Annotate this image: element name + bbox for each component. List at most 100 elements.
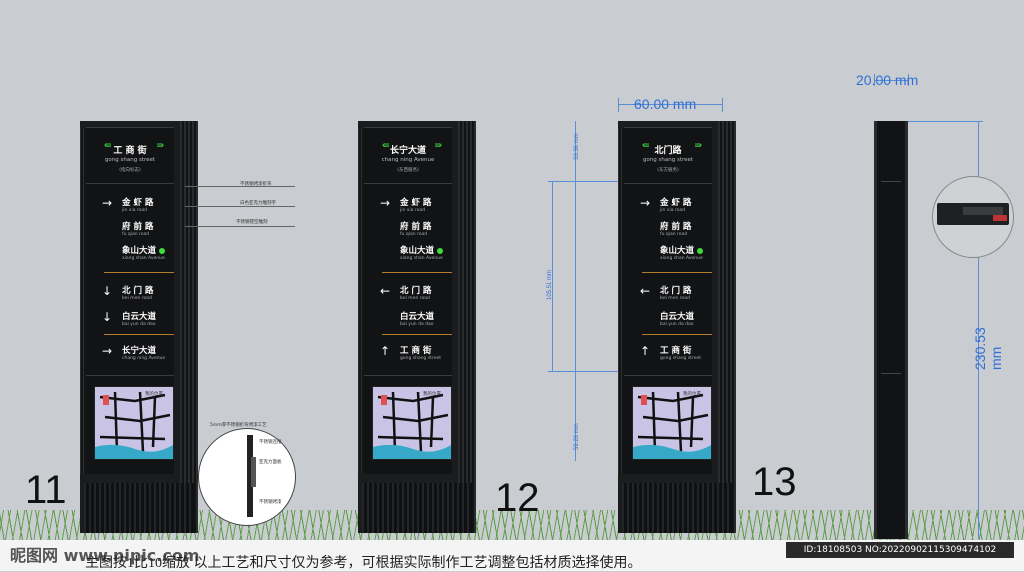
orange-divider <box>642 334 712 335</box>
sign-13-side-ribs <box>718 121 736 533</box>
arrow-right-icon: → <box>102 196 113 210</box>
green-dot-icon <box>437 247 444 254</box>
sign-11: ⇚ ⇛ 工 商 街 gong shang street (指向标志) →金 虾 … <box>80 121 198 533</box>
map-image: 我的位置 <box>632 386 712 460</box>
sign-12-map-panel: 我的位置 <box>358 375 452 474</box>
green-arrow-left-icon: ⇚ <box>642 141 650 151</box>
orange-divider <box>382 272 452 273</box>
dim-width-line <box>618 104 722 105</box>
orange-divider <box>642 272 712 273</box>
green-arrow-right-icon: ⇛ <box>694 141 702 151</box>
sign-13-header-panel: ⇚ ⇛ 北门路 gong shang street (东方服务) <box>618 127 712 184</box>
sign-11-header-panel: ⇚ ⇛ 工 商 街 gong shang street (指向标志) <box>80 127 174 184</box>
arrow-right-icon: → <box>102 344 113 358</box>
sign-13-title-tag: (东方服务) <box>657 168 679 173</box>
dim-depth-label: 20.00 mm <box>856 72 919 88</box>
orange-divider <box>104 334 174 335</box>
profile-detail-circle <box>932 176 1014 258</box>
sign-11-base <box>84 483 194 533</box>
sign-13-title: 北门路 <box>654 146 682 156</box>
green-arrow-left-icon: ⇚ <box>104 141 112 151</box>
sign-11-side-ribs <box>180 121 198 533</box>
sign-12: ⇚ ⇛ 长宁大道 chang ning Avenue (东西服务) →金 虾 路… <box>358 121 476 533</box>
caption-text: 主图按1比10缩放 以上工艺和尺寸仅为参考，可根据实际制作工艺调整包括材质选择使… <box>85 556 642 571</box>
sign-12-title-pinyin: chang ning Avenue <box>381 157 435 163</box>
note-label: 5mm厚不锈钢折弯烤漆工艺 <box>210 423 267 428</box>
arrow-left-icon: ← <box>380 284 391 298</box>
sign-11-title-pinyin: gong shang street <box>104 157 156 163</box>
map-you-are-here-label: 我的位置 <box>145 392 163 397</box>
map-image: 我的位置 <box>94 386 174 460</box>
orange-divider <box>382 334 452 335</box>
sign-number-12: 12 <box>495 476 540 520</box>
sign-12-title: 长宁大道 <box>389 146 426 156</box>
green-dot-icon <box>159 247 166 254</box>
dim-vertical-line <box>575 121 576 461</box>
note-label: 不锈钢烤漆折弯 <box>240 182 272 187</box>
watermark: 昵图网 www.nipic.com <box>10 546 200 565</box>
sign-11-title-tag: (指向标志) <box>119 168 141 173</box>
arrow-right-icon: → <box>380 196 391 210</box>
image-id-badge: ID:18108503 NO:20220902115309474102 <box>786 542 1014 558</box>
dim-d2-label: 105.51 mm <box>547 269 553 300</box>
note-label: 不锈钢镂空雕刻 <box>236 220 268 225</box>
sign-12-base <box>362 483 472 533</box>
map-image: 我的位置 <box>372 386 452 460</box>
arrow-down-icon: ↓ <box>102 284 113 298</box>
sign-13-title-pinyin: gong shang street <box>642 157 694 163</box>
map-roads <box>95 391 173 459</box>
sign-11-map-panel: 我的位置 <box>80 375 174 474</box>
sign-12-side-ribs <box>458 121 476 533</box>
side-view-pole <box>874 121 908 539</box>
dim-height-line <box>978 121 979 539</box>
sign-13-map-panel: 我的位置 <box>618 375 712 474</box>
dim-d1-label: 33.36 mm <box>574 133 580 160</box>
arrow-left-icon: ← <box>640 284 651 298</box>
note-label: 白色亚克力雕刻字 <box>240 201 276 206</box>
green-arrow-left-icon: ⇚ <box>382 141 390 151</box>
arrow-up-icon: ↑ <box>640 344 651 358</box>
sign-13-base <box>622 483 732 533</box>
sign-12-title-tag: (东西服务) <box>397 168 419 173</box>
orange-divider <box>104 272 174 273</box>
green-dot-icon <box>697 247 704 254</box>
map-roads <box>633 391 711 459</box>
green-arrow-right-icon: ⇛ <box>434 141 442 151</box>
map-you-are-here-label: 我的位置 <box>423 392 441 397</box>
detail-section-circle: 不锈钢连接 亚克力面板 不锈钢烤漆 <box>198 428 296 526</box>
map-roads <box>373 391 451 459</box>
arrow-down-icon: ↓ <box>102 310 113 324</box>
map-you-are-here-label: 我的位置 <box>683 392 701 397</box>
dim-width-label: 60.00 mm <box>634 96 697 112</box>
sign-12-header-panel: ⇚ ⇛ 长宁大道 chang ning Avenue (东西服务) <box>358 127 452 184</box>
sign-11-title: 工 商 街 <box>113 146 147 156</box>
dim-depth-line <box>874 80 908 81</box>
arrow-right-icon: → <box>640 196 651 210</box>
dim-height-label: 230.53 mm <box>972 327 1004 370</box>
sign-number-13: 13 <box>752 460 797 504</box>
arrow-up-icon: ↑ <box>380 344 391 358</box>
green-arrow-right-icon: ⇛ <box>156 141 164 151</box>
